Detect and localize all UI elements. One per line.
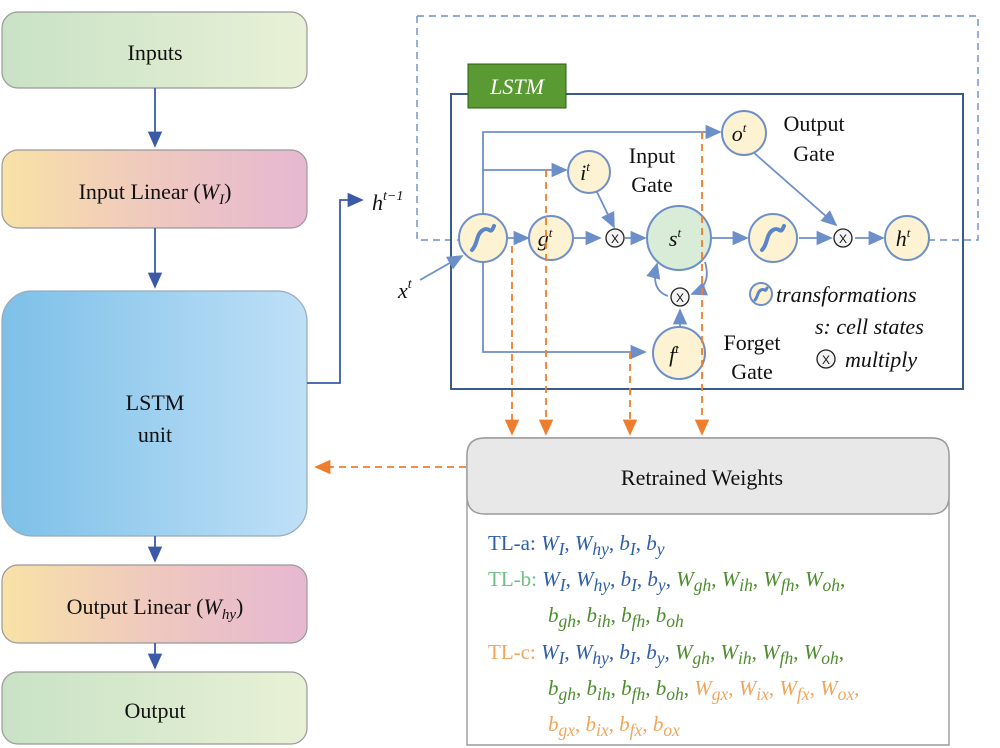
s-node: [646, 205, 712, 271]
h-prev-label: ht−1: [372, 189, 403, 215]
s-node-label: st: [669, 225, 682, 251]
tl-b-label: TL-b:: [488, 567, 537, 592]
multiply-icon-output: [833, 228, 853, 248]
tl-a-label: TL-a:: [488, 531, 536, 555]
retrained-weights-list: TL-a: WI, Why, bI, by TL-b: WI, Why, bI,…: [488, 528, 958, 745]
g-node-label: gt: [538, 225, 553, 251]
lstm-frame: [450, 93, 964, 390]
f-node-label: ft: [669, 341, 679, 367]
i-node-label: it: [580, 159, 590, 185]
multiply-symbol: X: [839, 232, 847, 246]
x-input-label: xt: [397, 277, 413, 303]
legend-multiply: multiply: [845, 347, 917, 372]
transform-wave-icon: [760, 224, 786, 252]
h-node-label: ht: [896, 225, 911, 251]
o-node: [721, 110, 767, 156]
tl-c-label: TL-c:: [488, 639, 536, 664]
tl-c-line: TL-c: WI, Why, bI, by, Wgh, Wih, Wfh, Wo…: [488, 639, 845, 668]
multiply-icon-forget: [670, 287, 690, 307]
multiply-symbol: X: [822, 353, 830, 367]
lstm-unit-line1: LSTM: [126, 390, 185, 415]
input-linear-label: Input Linear (WI): [79, 179, 232, 208]
transform-wave-icon: [470, 224, 496, 252]
inputs-label: Inputs: [128, 40, 183, 65]
output-box: [1, 671, 308, 745]
forget-gate-line1: Forget: [723, 330, 780, 355]
lstm-title-box: [467, 63, 567, 109]
input-gate-line1: Input: [629, 143, 675, 168]
legend-transformations: transformations: [776, 282, 917, 307]
o-node-label: ot: [732, 120, 747, 146]
output-linear-label: Output Linear (Why): [67, 594, 244, 623]
f-node: [652, 326, 706, 380]
lstm-unit-line2: unit: [138, 422, 172, 447]
retrained-weights-header: [466, 437, 950, 515]
multiply-symbol: X: [676, 291, 684, 305]
legend-cell-states: s: cell states: [815, 314, 924, 339]
input-transform-node: [458, 213, 508, 263]
i-node: [567, 150, 611, 194]
retrained-weights-title: Retrained Weights: [621, 465, 783, 490]
output-label: Output: [124, 698, 185, 723]
legend-multiply-icon: [816, 349, 836, 369]
input-gate-line2: Gate: [631, 172, 673, 197]
lstm-title: LSTM: [489, 74, 545, 99]
tl-c-line2: bgh, bih, bfh, boh, Wgx, Wix, Wfx, Wox,: [548, 675, 860, 704]
multiply-symbol: X: [611, 232, 619, 246]
g-node: [528, 215, 574, 261]
output-gate-line1: Output: [783, 111, 844, 136]
multiply-icon-input: [605, 228, 625, 248]
forget-gate-line2: Gate: [731, 359, 773, 384]
output-transform-node: [748, 213, 798, 263]
tl-c-line3: bgx, bix, bfx, box: [548, 711, 680, 741]
tl-b-line2: bgh, bih, bfh, boh: [548, 603, 684, 632]
tl-b-line: TL-b: WI, Why, bI, by, Wgh, Wih, Wfh, Wo…: [488, 567, 846, 596]
h-node: [884, 215, 930, 261]
output-gate-line2: Gate: [793, 141, 835, 166]
transform-wave-icon: [753, 286, 769, 302]
tl-a-line: TL-a: WI, Why, bI, by: [488, 531, 665, 560]
legend-transform-icon: [749, 282, 773, 306]
